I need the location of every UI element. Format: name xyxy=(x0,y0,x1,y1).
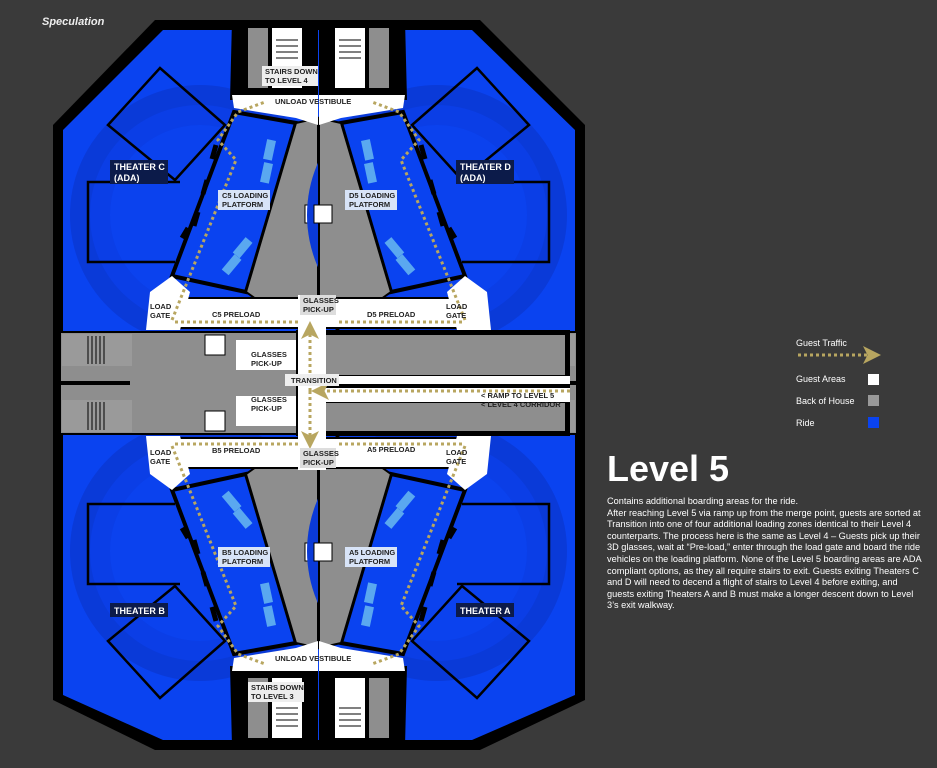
stairs-bottom-label: STAIRS DOWN xyxy=(251,683,304,692)
d5-platform-label: D5 LOADING xyxy=(349,191,395,200)
load-gate-c-2: GATE xyxy=(150,311,170,320)
legend-ride: Ride xyxy=(796,418,815,428)
a5-preload: A5 PRELOAD xyxy=(367,445,416,454)
back-of-house-swatch xyxy=(868,395,879,406)
theater-c-label: THEATER C xyxy=(114,162,165,172)
load-gate-d: LOAD xyxy=(446,302,468,311)
level-title: Level 5 xyxy=(607,448,730,489)
speculation-tag: Speculation xyxy=(42,16,105,28)
load-gate-b-2: GATE xyxy=(150,457,170,466)
back-of-house-east-2 xyxy=(325,403,565,431)
glasses-north: GLASSES xyxy=(303,296,339,305)
b5-preload: B5 PRELOAD xyxy=(212,446,261,455)
stairs-top-label-2: TO LEVEL 4 xyxy=(265,76,308,85)
legend-back-of-house: Back of House xyxy=(796,396,855,406)
glasses-west-1-2: PICK-UP xyxy=(251,359,282,368)
legend-traffic: Guest Traffic xyxy=(796,338,847,348)
c5-preload: C5 PRELOAD xyxy=(212,310,261,319)
load-gate-a-2: GATE xyxy=(446,457,466,466)
c5-platform-label-2: PLATFORM xyxy=(222,200,263,209)
description: Contains additional boarding areas for t… xyxy=(607,496,927,612)
legend-guest-areas: Guest Areas xyxy=(796,374,846,384)
load-gate-a: LOAD xyxy=(446,448,468,457)
unload-vestibule-bottom: UNLOAD VESTIBULE xyxy=(275,654,351,663)
a5-platform-label: A5 LOADING xyxy=(349,548,395,557)
glasses-west-2: GLASSES xyxy=(251,395,287,404)
guest-areas-swatch xyxy=(868,374,879,385)
description-lead: Contains additional boarding areas for t… xyxy=(607,496,799,506)
glasses-west-1: GLASSES xyxy=(251,350,287,359)
stairs-top-label: STAIRS DOWN xyxy=(265,67,318,76)
d5-platform-label-2: PLATFORM xyxy=(349,200,390,209)
glasses-north-2: PICK-UP xyxy=(303,305,334,314)
unload-vestibule-top: UNLOAD VESTIBULE xyxy=(275,97,351,106)
theater-a-label: THEATER A xyxy=(460,606,511,616)
glasses-west-2-2: PICK-UP xyxy=(251,404,282,413)
ramp-label: < RAMP TO LEVEL 5 xyxy=(481,391,554,400)
ramp xyxy=(325,376,570,384)
b5-platform-label: B5 LOADING xyxy=(222,548,268,557)
load-gate-b: LOAD xyxy=(150,448,172,457)
labels: STAIRS DOWN TO LEVEL 4 UNLOAD VESTIBULE … xyxy=(110,66,561,702)
description-body: After reaching Level 5 via ramp up from … xyxy=(607,507,922,611)
load-gate-d-2: GATE xyxy=(446,311,466,320)
theater-b-label: THEATER B xyxy=(114,606,165,616)
stairs-bottom-label-2: TO LEVEL 3 xyxy=(251,692,294,701)
transition-label: TRANSITION xyxy=(291,376,337,385)
a5-platform-label-2: PLATFORM xyxy=(349,557,390,566)
corridor-label: < LEVEL 4 CORRIDOR xyxy=(481,400,561,409)
glasses-south-2: PICK-UP xyxy=(303,458,334,467)
back-of-house-east xyxy=(325,335,565,375)
theater-d-label: THEATER D xyxy=(460,162,511,172)
ride-swatch xyxy=(868,417,879,428)
theater-d-ada: (ADA) xyxy=(460,173,486,183)
theater-c-ada: (ADA) xyxy=(114,173,140,183)
d5-preload: D5 PRELOAD xyxy=(367,310,416,319)
c5-platform-label: C5 LOADING xyxy=(222,191,268,200)
b5-platform-label-2: PLATFORM xyxy=(222,557,263,566)
load-gate-c: LOAD xyxy=(150,302,172,311)
glasses-south: GLASSES xyxy=(303,449,339,458)
